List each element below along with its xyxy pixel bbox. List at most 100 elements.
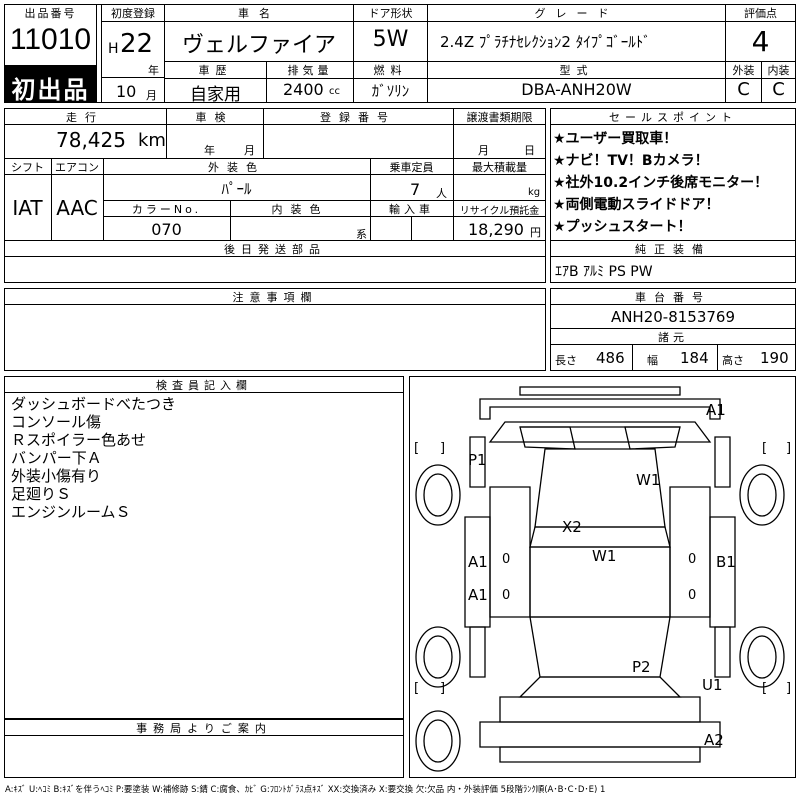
- inspector-note: 足廻りＳ: [11, 485, 72, 503]
- color-value: ﾊﾟｰﾙ: [221, 180, 252, 198]
- first-listing-text: 初出品: [11, 76, 90, 103]
- transfer-label: 譲渡書類期限: [466, 111, 533, 124]
- displacement-unit: cc: [329, 86, 340, 97]
- inspection-month-unit: 月: [244, 144, 255, 157]
- legend: A:ｷｽﾞ U:ﾍｺﾐ B:ｷｽﾞを伴うﾍｺﾐ P:要塗装 W:補修跡 S:錆 …: [5, 785, 606, 795]
- mark-a1-left-front: A1: [468, 553, 488, 571]
- score-value: 4: [751, 25, 770, 58]
- svg-text:]: ]: [786, 681, 791, 696]
- grade-value: 2.4Z ﾌﾟﾗﾁﾅｾﾚｸｼｮﾝ2 ﾀｲﾌﾟｺﾞｰﾙﾄﾞ: [440, 33, 651, 51]
- sales-points-list: ★ユーザー買取車！★ナビ！TV！Bカメラ！★社外10.2インチ後席モニター！★両…: [553, 128, 795, 238]
- displacement-box: 排気量 2400 cc: [266, 61, 354, 103]
- mark-a2: A2: [704, 731, 724, 749]
- middle-section: [4, 108, 546, 283]
- exterior-value: C: [737, 79, 750, 100]
- first-listing-badge: 初出品: [4, 65, 97, 103]
- length-label: 長さ: [555, 354, 577, 367]
- sales-point-item: ★ナビ！TV！Bカメラ！: [553, 153, 709, 169]
- mark-x2: X2: [562, 518, 582, 536]
- ac-value: AAC: [56, 196, 98, 220]
- first-reg-box: 初度登録 H 22 年 10 月: [101, 4, 165, 103]
- interior-label: 内装: [762, 62, 795, 79]
- svg-text:]: ]: [786, 441, 791, 456]
- first-reg-label: 初度登録: [102, 5, 164, 22]
- office-box: [4, 719, 404, 778]
- mark-a1-left-rear: A1: [468, 586, 488, 604]
- svg-text:[: [: [762, 681, 767, 696]
- recycle-value: 18,290: [468, 220, 524, 239]
- car-diagram: A1 P1 W1 X2 A1 W1 B1 A1 P2 U1 A2 [] [] […: [414, 386, 791, 772]
- chassis-value: ANH20-8153769: [610, 308, 736, 326]
- interior-value: C: [772, 79, 785, 100]
- equipment-label: 純正装備: [635, 243, 711, 256]
- mark-b1: B1: [716, 553, 736, 571]
- equipment-value: ｴｱB ｱﾙﾐ PS PW: [555, 264, 653, 280]
- interior-color-unit: 系: [356, 228, 367, 241]
- load-label: 最大積載量: [472, 161, 527, 174]
- door-label: ドア形状: [354, 5, 427, 22]
- grade-box: グレード 2.4Z ﾌﾟﾗﾁﾅｾﾚｸｼｮﾝ2 ﾀｲﾌﾟｺﾞｰﾙﾄﾞ: [427, 4, 726, 62]
- mileage-label: 走行: [66, 111, 104, 124]
- later-parts-label: 後日発送部品: [224, 243, 326, 256]
- shift-label: シフト: [11, 161, 44, 174]
- fuel-box: 燃料 ｶﾞｿﾘﾝ: [353, 61, 428, 103]
- transfer-month-unit: 月: [478, 144, 489, 157]
- exterior-box: 外装 C: [725, 61, 762, 103]
- fuel-value: ｶﾞｿﾘﾝ: [371, 82, 410, 100]
- svg-text:0: 0: [502, 552, 510, 567]
- inspector-note: バンパー下Ａ: [11, 449, 102, 467]
- color-label: 外装色: [208, 161, 265, 174]
- color-no-label: カラーNo.: [131, 203, 202, 216]
- grade-label: グレード: [428, 5, 725, 22]
- spec-label: 諸元: [658, 331, 688, 344]
- height-value: 190: [760, 349, 789, 367]
- history-box: 車歴 自家用: [164, 61, 267, 103]
- svg-text:[: [: [762, 441, 767, 456]
- sales-point-item: ★ユーザー買取車！: [553, 131, 678, 147]
- car-name-label: 車名: [165, 5, 353, 22]
- office-label: 事務局よりご案内: [136, 722, 272, 735]
- color-no-value: 070: [151, 220, 182, 239]
- ac-label: エアコン: [55, 161, 99, 174]
- notes-box: [4, 288, 546, 371]
- inspector-note: コンソール傷: [11, 413, 102, 431]
- reg-year: 22: [120, 29, 154, 59]
- mark-w1-roof: W1: [636, 471, 660, 489]
- year-unit: 年: [148, 64, 159, 77]
- exterior-label: 外装: [726, 62, 761, 79]
- mark-p2: P2: [632, 658, 651, 676]
- sales-points-box: [550, 108, 796, 283]
- shift-value: IAT: [12, 196, 43, 220]
- car-name: ヴェルファイア: [181, 33, 336, 58]
- import-label: 輸入車: [389, 203, 434, 216]
- capacity-unit: 人: [436, 187, 447, 200]
- inspector-label: 検査員記入欄: [156, 379, 252, 392]
- recycle-unit: 円: [530, 226, 541, 239]
- chassis-box: [550, 288, 796, 371]
- width-label: 幅: [647, 354, 658, 367]
- displacement-label: 排気量: [267, 62, 353, 79]
- inspector-note: エンジンルームＳ: [11, 503, 131, 521]
- sales-points-label: セールスポイント: [609, 111, 737, 124]
- interior-box: 内装 C: [761, 61, 796, 103]
- svg-text:0: 0: [502, 588, 510, 603]
- lot-number: 11010: [9, 23, 92, 56]
- sales-point-item: ★両側電動スライドドア！: [553, 197, 720, 213]
- mark-u1: U1: [702, 676, 723, 694]
- displacement-value: 2400: [283, 80, 324, 99]
- mark-w1-center: W1: [592, 547, 616, 565]
- car-name-box: 車名 ヴェルファイア: [164, 4, 354, 62]
- door-box: ドア形状 5W: [353, 4, 428, 62]
- inspector-note: ダッシュボードべたつき: [11, 395, 177, 413]
- mileage-unit: km: [138, 130, 166, 151]
- inspector-note: Ｒスポイラー色あせ: [11, 431, 147, 449]
- history-value: 自家用: [190, 85, 241, 103]
- inspector-note: 外装小傷有り: [11, 467, 102, 485]
- mark-p1: P1: [468, 451, 487, 469]
- svg-text:0: 0: [688, 588, 696, 603]
- height-label: 高さ: [722, 354, 744, 367]
- svg-text:]: ]: [440, 441, 445, 456]
- svg-text:0: 0: [688, 552, 696, 567]
- mileage-value: 78,425: [56, 128, 126, 152]
